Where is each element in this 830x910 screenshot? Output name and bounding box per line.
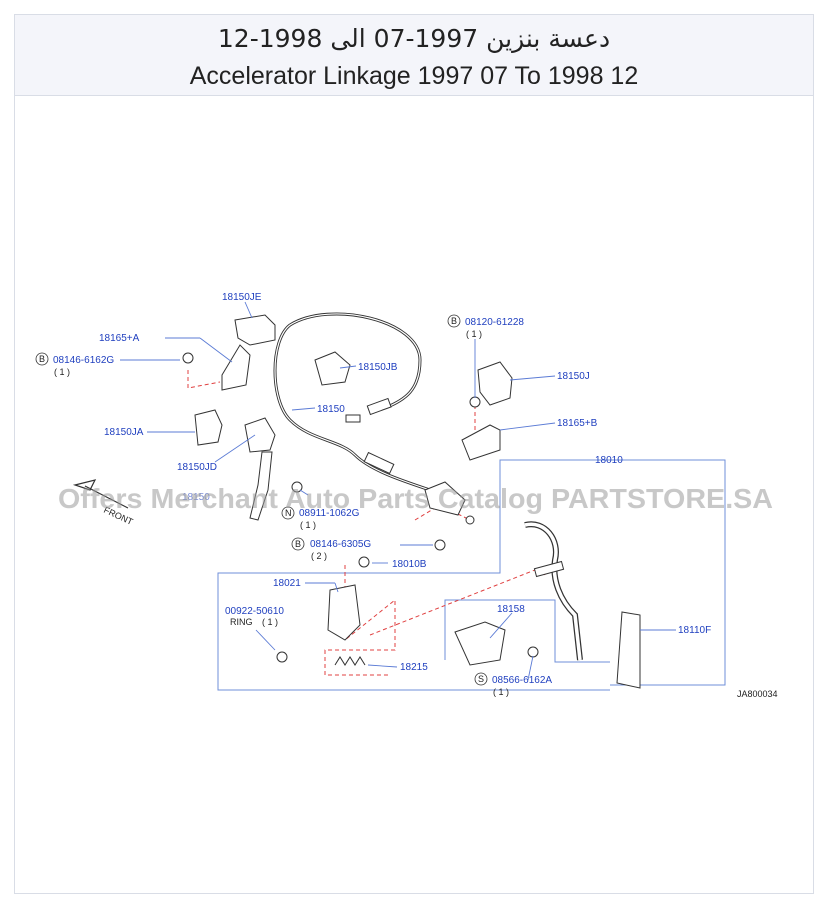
- label-18021: 18021: [273, 578, 301, 589]
- label-18150jb: 18150JB: [358, 362, 398, 373]
- label-08566-6162a: 08566-6162A: [492, 675, 552, 686]
- marker-n: [281, 506, 295, 520]
- label-00922-50610: 00922-50610: [225, 606, 284, 617]
- bolt-08146-6162g: [182, 352, 194, 364]
- clip-18150j: [477, 361, 513, 406]
- return-spring-18215: [334, 656, 366, 666]
- label-18150jd: 18150JD: [177, 462, 217, 473]
- cable-mount-bracket: [424, 481, 466, 516]
- marker-n-text: N: [285, 508, 292, 518]
- clip-18150jd: [244, 417, 276, 453]
- dash-line-bracket: [187, 370, 221, 389]
- marker-b-2: [291, 537, 305, 551]
- qty-08566-6162a: ( 1 ): [493, 687, 509, 697]
- marker-b-1-text: B: [39, 354, 45, 364]
- marker-b-1: [35, 352, 49, 366]
- label-18150je: 18150JE: [222, 292, 262, 303]
- pedal-bracket-18021: [327, 584, 361, 641]
- screw-08566-6162a: [527, 646, 539, 658]
- assembly-box-18158: [444, 599, 610, 663]
- bracket-lower: [249, 451, 273, 521]
- clip-18150ja: [194, 409, 223, 446]
- label-ring: RING: [230, 617, 253, 627]
- watermark: Offers Merchant Auto Parts Catalog PARTS…: [58, 483, 773, 514]
- nut-18010b: [358, 556, 370, 568]
- label-08911-1062g: 08911-1062G: [299, 508, 360, 519]
- nut-08911-1062g: [291, 481, 303, 493]
- assembly-box-18010: [555, 459, 726, 686]
- qty-08146-6305g: ( 2 ): [311, 551, 327, 561]
- leader-lines: [120, 301, 676, 681]
- marker-b-2-text: B: [295, 539, 301, 549]
- label-08146-6305g: 08146-6305G: [310, 539, 371, 550]
- label-18150ja: 18150JA: [104, 427, 144, 438]
- clip-18150je: [234, 314, 276, 346]
- bolt-08146-6305g: [434, 539, 446, 551]
- label-18165a: 18165+A: [99, 333, 140, 344]
- qty-08911-1062g: ( 1 ): [300, 520, 316, 530]
- bracket-18165a: [221, 344, 251, 391]
- cable-adjuster: [363, 451, 395, 475]
- label-18158: 18158: [497, 604, 525, 615]
- label-18110f: 18110F: [678, 625, 711, 636]
- assembly-box-18021: [217, 459, 610, 691]
- label-08146-6162g: 08146-6162G: [53, 355, 114, 366]
- label-18215: 18215: [400, 662, 428, 673]
- marker-b-3-text: B: [451, 316, 457, 326]
- pedal-stopper-18158: [454, 621, 506, 666]
- pedal-shaft: [533, 560, 565, 578]
- accelerator-cable: [273, 323, 431, 492]
- qty-08146-6162g: ( 1 ): [54, 367, 70, 377]
- cable-end-fitting: [366, 397, 392, 416]
- nut-cable-mount: [465, 515, 475, 525]
- header: دعسة بنزين 1997-07 الى 1998-12 Accelerat…: [15, 15, 813, 96]
- pedal-pad-18110f: [616, 611, 641, 689]
- label-18010b: 18010B: [392, 559, 427, 570]
- label-08120-61228: 08120-61228: [465, 317, 524, 328]
- qty-08120-61228: ( 1 ): [466, 329, 482, 339]
- marker-b-3: [447, 314, 461, 328]
- accelerator-cable-inner: [289, 312, 422, 410]
- label-18150j: 18150J: [557, 371, 590, 382]
- label-18010: 18010: [595, 455, 623, 466]
- qty-00922-50610: ( 1 ): [262, 617, 278, 627]
- marker-s-text: S: [478, 674, 484, 684]
- title-arabic: دعسة بنزين 1997-07 الى 1998-12: [217, 24, 611, 53]
- label-18150: 18150: [317, 404, 345, 415]
- diagram-frame: دعسة بنزين 1997-07 الى 1998-12 Accelerat…: [14, 14, 814, 894]
- diagram-code: JA800034: [737, 689, 778, 699]
- pedal-lever-18010: [524, 521, 583, 661]
- label-hidden-ref: 18150: [182, 492, 210, 503]
- clip-18150jb: [314, 351, 351, 386]
- label-18165b: 18165+B: [557, 418, 598, 429]
- bolt-08120-61228: [469, 396, 481, 408]
- cable-end-pin: [345, 414, 361, 423]
- bracket-18165b: [461, 424, 501, 461]
- title-english: Accelerator Linkage 1997 07 To 1998 12: [189, 62, 639, 90]
- marker-s: [474, 672, 488, 686]
- front-arrow-icon: [72, 479, 129, 509]
- ring-00922: [276, 651, 288, 663]
